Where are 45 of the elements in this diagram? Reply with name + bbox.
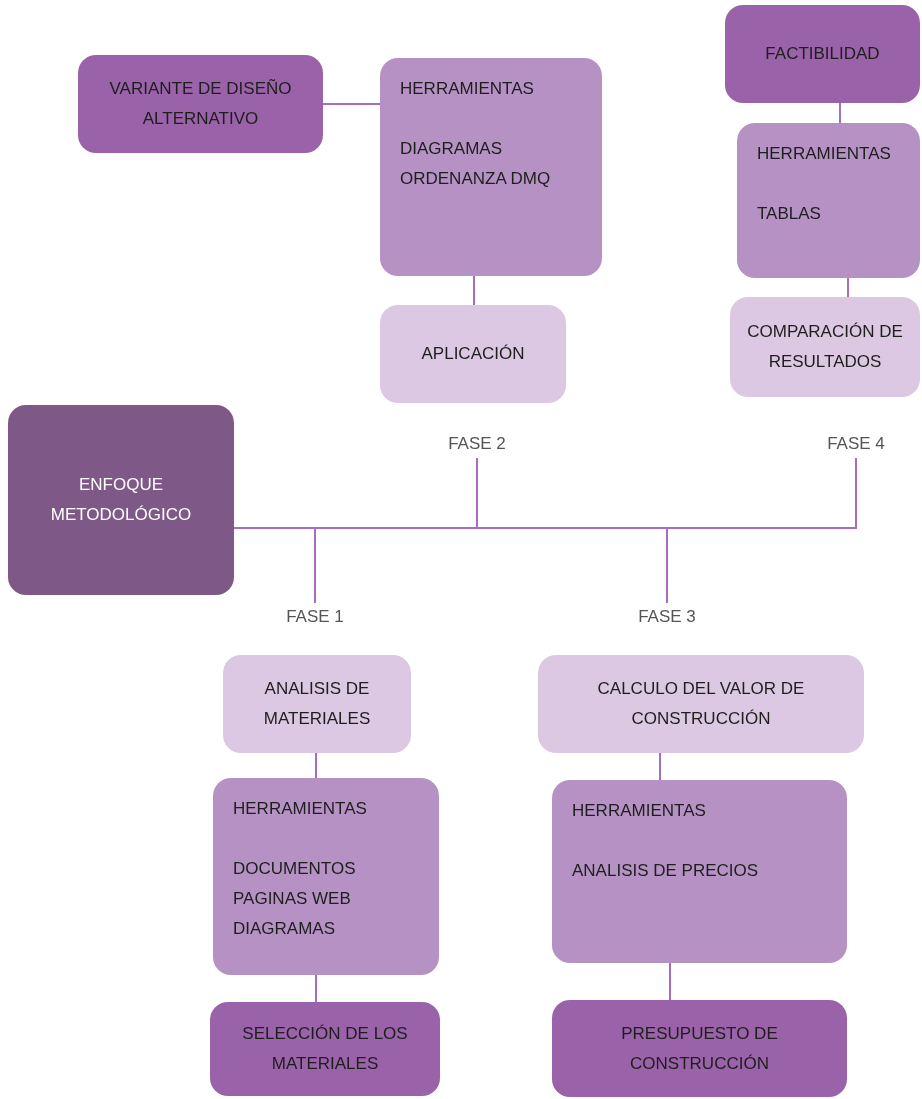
phase-label: FASE 4 [816,430,896,458]
phase-label: FASE 1 [275,603,355,631]
list-item: ORDENANZA DMQ [400,168,552,190]
connector-line [669,962,671,1001]
connector-line [839,102,841,124]
process-box [538,655,864,753]
phase-label: FASE 2 [437,430,517,458]
box-label: FACTIBILIDAD [765,43,880,65]
box-label: ENFOQUE METODOLÓGICO [49,474,193,526]
list-item: DOCUMENTOS [233,858,357,880]
connector-line [315,752,317,779]
box-heading: HERRAMIENTAS [400,78,535,100]
box-label: ANALISIS DE MATERIALES [262,678,372,730]
process-box [552,1000,847,1097]
box-label: VARIANTE DE DISEÑO ALTERNATIVO [108,78,293,130]
connector-line [473,275,475,306]
list-item: PAGINAS WEB [233,888,352,910]
list-item: ANALISIS DE PRECIOS [572,860,760,882]
box-label: APLICACIÓN [421,343,525,365]
box-heading: HERRAMIENTAS [757,143,892,165]
process-box [8,405,234,595]
list-item: TABLAS [757,203,822,225]
process-box [210,1002,440,1096]
process-box [552,780,847,963]
list-item: DIAGRAMAS [400,138,504,160]
process-box [380,305,566,403]
box-heading: HERRAMIENTAS [572,800,707,822]
process-box [213,778,439,975]
box-label: COMPARACIÓN DE RESULTADOS [746,321,904,373]
process-box [223,655,411,753]
process-box [725,5,920,103]
box-label: CALCULO DEL VALOR DE CONSTRUCCIÓN [596,678,806,730]
process-box [730,297,920,397]
connector-line [322,103,381,105]
list-item: DIAGRAMAS [233,918,337,940]
box-heading: HERRAMIENTAS [233,798,368,820]
box-label: SELECCIÓN DE LOS MATERIALES [241,1023,409,1075]
box-label: PRESUPUESTO DE CONSTRUCCIÓN [620,1022,779,1075]
connector-line [847,277,849,298]
connector-line [659,752,661,781]
phase-label: FASE 3 [627,603,707,631]
process-box [737,123,920,278]
process-box [380,58,602,276]
connector-line [315,974,317,1003]
process-box [78,55,323,153]
